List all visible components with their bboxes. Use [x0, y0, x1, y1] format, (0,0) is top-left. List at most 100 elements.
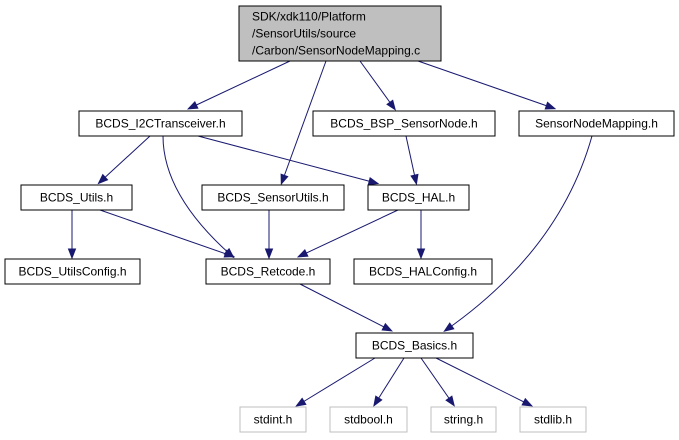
node-box: [329, 406, 408, 433]
node-label: stdbool.h: [344, 413, 393, 427]
edges-layer: [67, 60, 593, 407]
edge-line: [189, 60, 291, 109]
node-box: [239, 406, 307, 433]
node-box: [430, 406, 497, 433]
edge-retcode-to-basics: [299, 283, 394, 332]
node-box: [78, 110, 243, 137]
node-label: /SensorUtils/source: [252, 27, 356, 41]
arrowhead-icon: [416, 248, 426, 260]
edge-root-to-snm: [417, 60, 557, 110]
arrowhead-icon: [186, 100, 199, 110]
arrowhead-icon: [295, 397, 307, 407]
node-bsp[interactable]: BCDS_BSP_SensorNode.h: [312, 110, 496, 137]
edge-basics-to-stdbool: [373, 357, 405, 407]
arrowhead-icon: [445, 395, 455, 407]
node-box: [353, 258, 493, 285]
arrowhead-icon: [367, 176, 380, 186]
node-box: [519, 406, 587, 433]
node-utilsconfig[interactable]: BCDS_UtilsConfig.h: [4, 258, 141, 285]
node-box: [205, 258, 331, 285]
edge-line: [359, 60, 395, 109]
node-stdbool: stdbool.h: [329, 406, 408, 433]
node-box: [355, 332, 474, 359]
edge-sensorutils-to-retcode: [264, 210, 274, 260]
node-box: [518, 110, 675, 137]
node-label: BCDS_Basics.h: [372, 339, 457, 353]
node-label: BCDS_UtilsConfig.h: [18, 265, 126, 279]
edge-basics-to-stdlib: [435, 357, 534, 407]
arrowhead-icon: [381, 322, 394, 332]
edge-basics-to-stdint: [295, 357, 376, 407]
arrowhead-icon: [264, 248, 274, 260]
node-utils[interactable]: BCDS_Utils.h: [20, 184, 133, 211]
edge-i2c-to-utils: [97, 135, 151, 185]
edge-line: [299, 283, 391, 331]
edge-utils-to-utilsconfig: [67, 210, 77, 260]
node-label: BCDS_HALConfig.h: [369, 265, 477, 279]
arrowhead-icon: [373, 395, 383, 407]
edge-hal-to-halconfig: [416, 210, 426, 260]
arrowhead-icon: [410, 173, 419, 186]
node-stdlib: stdlib.h: [519, 406, 587, 433]
arrowhead-icon: [223, 249, 236, 258]
edge-line: [445, 135, 593, 331]
node-label: stdint.h: [254, 413, 293, 427]
node-label: BCDS_Retcode.h: [221, 265, 316, 279]
node-retcode[interactable]: BCDS_Retcode.h: [205, 258, 331, 285]
node-box: [367, 184, 470, 211]
arrowhead-icon: [97, 173, 109, 185]
node-box: [4, 258, 141, 285]
edge-line: [299, 209, 399, 257]
edge-line: [405, 135, 417, 183]
node-box: [20, 184, 133, 211]
edge-bsp-to-hal: [405, 135, 419, 186]
node-label: BCDS_I2CTransceiver.h: [95, 117, 225, 131]
edge-line: [417, 60, 554, 109]
arrowhead-icon: [296, 248, 309, 258]
node-label: BCDS_SensorUtils.h: [217, 191, 328, 205]
edge-i2c-to-hal: [197, 135, 380, 186]
node-box: [201, 184, 345, 211]
node-halconfig[interactable]: BCDS_HALConfig.h: [353, 258, 493, 285]
edge-line: [281, 60, 327, 183]
edge-root-to-sensorutils: [280, 60, 327, 186]
node-basics[interactable]: BCDS_Basics.h: [355, 332, 474, 359]
node-snm[interactable]: SensorNodeMapping.h: [518, 110, 675, 137]
edge-line: [374, 357, 405, 405]
arrowhead-icon: [521, 397, 534, 407]
node-string: string.h: [430, 406, 497, 433]
node-label: BCDS_BSP_SensorNode.h: [330, 117, 477, 131]
node-stdint: stdint.h: [239, 406, 307, 433]
arrowhead-icon: [544, 101, 557, 110]
nodes-layer: SDK/xdk110/Platform/SensorUtils/source/C…: [4, 5, 675, 433]
edge-hal-to-retcode: [296, 209, 399, 258]
edge-line: [162, 135, 233, 257]
node-hal[interactable]: BCDS_HAL.h: [367, 184, 470, 211]
node-root[interactable]: SDK/xdk110/Platform/SensorUtils/source/C…: [238, 5, 442, 62]
arrowhead-icon: [443, 322, 455, 332]
edge-line: [435, 357, 531, 406]
node-label: /Carbon/SensorNodeMapping.c: [252, 44, 420, 58]
node-box: [238, 5, 442, 62]
node-label: SensorNodeMapping.h: [535, 117, 658, 131]
arrowhead-icon: [67, 248, 77, 260]
node-i2c[interactable]: BCDS_I2CTransceiver.h: [78, 110, 243, 137]
edge-line: [197, 135, 377, 184]
edge-root-to-i2c: [186, 60, 291, 110]
edge-root-to-bsp: [359, 60, 396, 111]
edge-line: [297, 357, 376, 406]
node-sensorutils[interactable]: BCDS_SensorUtils.h: [201, 184, 345, 211]
edge-line: [420, 357, 454, 405]
node-box: [312, 110, 496, 137]
node-label: BCDS_Utils.h: [40, 191, 113, 205]
arrowhead-icon: [386, 99, 396, 111]
node-label: stdlib.h: [534, 413, 572, 427]
node-label: BCDS_HAL.h: [382, 191, 455, 205]
edge-line: [99, 209, 233, 257]
node-label: string.h: [444, 413, 483, 427]
edge-basics-to-string: [420, 357, 455, 407]
arrowhead-icon: [280, 173, 289, 186]
node-label: SDK/xdk110/Platform: [252, 10, 366, 24]
edge-utils-to-retcode: [99, 209, 236, 258]
